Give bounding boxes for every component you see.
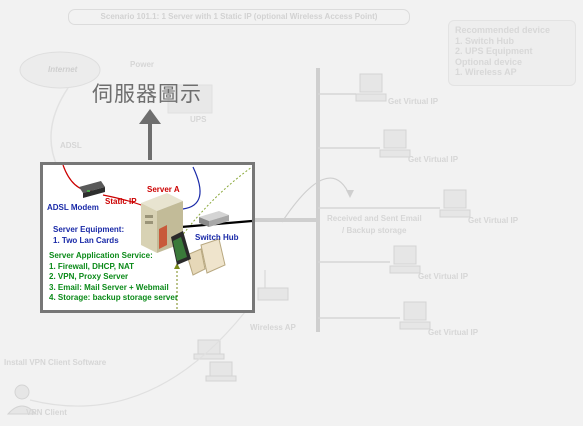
server-service-block: Server Application Service: 1. Firewall,…	[49, 251, 178, 304]
server-a-label: Server A	[147, 185, 180, 194]
adsl-label: ADSL	[60, 141, 82, 150]
server-detail-drawing	[62, 165, 252, 310]
service-item: 3. Email: Mail Server + Webmail	[49, 282, 169, 292]
email-curve-arrowhead	[346, 190, 354, 198]
vpn-software-label: Install VPN Client Software	[4, 358, 107, 367]
power-line	[182, 166, 201, 210]
wireless-ap-label: Wireless AP	[250, 323, 296, 332]
backup-label: / Backup storage	[342, 226, 407, 235]
client-computer-2-icon	[379, 129, 411, 158]
lan-card-sheet-icon	[186, 238, 226, 276]
internet-label: Internet	[48, 65, 78, 74]
server-detail-panel: Server A Static IP ADSL Modem Switch Hub…	[40, 162, 255, 313]
service-title: Server Application Service:	[49, 251, 153, 260]
adsl-modem-icon	[79, 181, 105, 198]
server-equipment-block: Server Equipment: 1. Two Lan Cards	[53, 225, 124, 246]
laptop-1-icon	[193, 339, 225, 360]
static-ip-label: Static IP	[105, 197, 137, 206]
ups-icon	[167, 84, 213, 114]
switch-hub-icon	[199, 211, 229, 227]
internet-cloud-icon	[19, 51, 101, 89]
recommended-line: 2. UPS Equipment	[455, 46, 533, 56]
overlay-title: 伺服器圖示	[92, 82, 202, 106]
arrow-up-icon	[139, 109, 161, 124]
client-computer-5-icon	[399, 301, 431, 330]
service-item: 4. Storage: backup storage server	[49, 293, 178, 302]
scenario-title: Scenario 101.1: 1 Server with 1 Static I…	[68, 9, 410, 25]
received-label: Received and Sent Email	[327, 214, 422, 223]
switch-hub-label: Switch Hub	[195, 233, 239, 242]
service-item: 1. Firewall, DHCP, NAT	[49, 261, 135, 271]
wireless-dotted-line	[180, 166, 252, 238]
virtual-ip-label-2: Get Virtual IP	[408, 155, 459, 164]
virtual-ip-label-5: Get Virtual IP	[428, 328, 479, 337]
recommended-line: 1. Switch Hub	[455, 35, 515, 46]
adsl-line	[50, 87, 69, 169]
vpn-client-label: VPN Client	[26, 408, 67, 417]
client-computer-3-icon	[439, 189, 471, 218]
email-curve-line	[281, 177, 351, 223]
lan-card-green-icon	[171, 231, 191, 265]
client-computer-4-icon	[389, 245, 421, 274]
equipment-item: 1. Two Lan Cards	[53, 235, 119, 245]
recommended-line: Recommended device	[455, 25, 551, 35]
adsl-modem-label: ADSL Modem	[47, 203, 99, 212]
vpn-arrowhead	[174, 263, 180, 269]
virtual-ip-label-4: Get Virtual IP	[418, 272, 469, 281]
lan-card-red-icon	[159, 225, 167, 249]
equipment-title: Server Equipment:	[53, 225, 125, 234]
ups-label: UPS	[190, 115, 207, 124]
virtual-ip-label-3: Get Virtual IP	[468, 216, 519, 225]
laptop-2-icon	[205, 361, 237, 382]
recommended-line: 1. Wireless AP	[455, 67, 517, 77]
client-computer-1-icon	[355, 73, 387, 102]
service-item: 2. VPN, Proxy Server	[49, 272, 129, 281]
vpn-path-line	[29, 311, 246, 407]
virtual-ip-label-1: Get Virtual IP	[388, 97, 439, 106]
recommended-devices-box: Recommended device 1. Switch Hub 2. UPS …	[448, 20, 576, 86]
wireless-ap-icon	[257, 270, 289, 301]
power-label: Power	[130, 60, 155, 69]
recommended-line: Optional device	[455, 56, 523, 67]
vpn-user-icon	[6, 384, 38, 415]
